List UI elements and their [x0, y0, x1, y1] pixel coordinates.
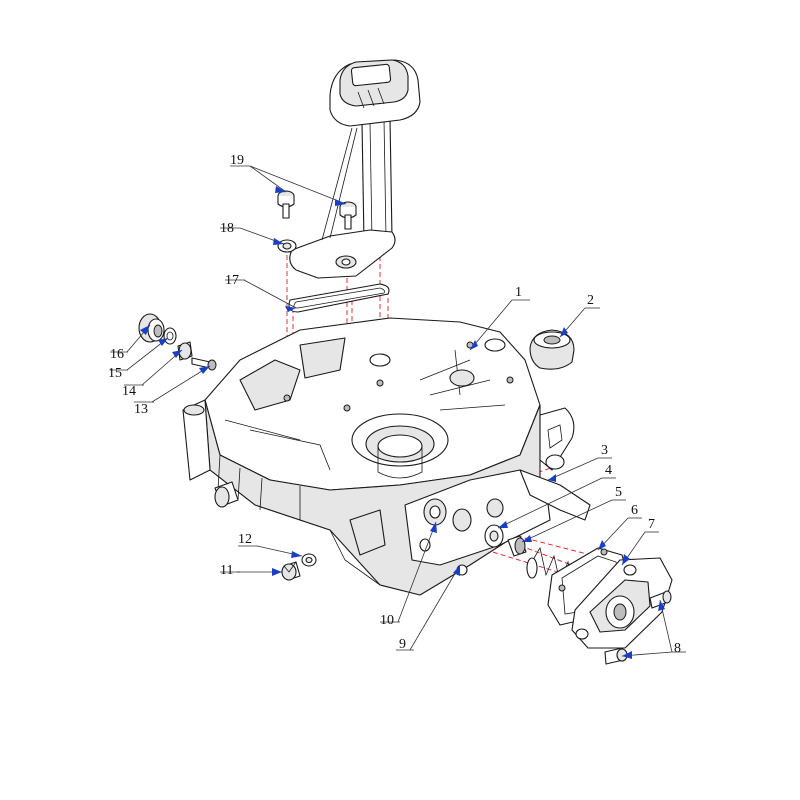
plug-2 [529, 329, 575, 370]
callout-16: 16 [110, 347, 124, 362]
callout-11: 11 [220, 563, 233, 578]
callout-15: 15 [108, 366, 122, 381]
spring-6 [526, 546, 573, 589]
spacer-14 [177, 341, 193, 361]
plunger-5 [507, 535, 527, 557]
callout-1: 1 [515, 285, 522, 300]
bolt-8-upper [649, 590, 672, 609]
callout-17: 17 [225, 273, 239, 288]
plug-16 [138, 313, 165, 343]
pin-13 [191, 357, 217, 371]
seal-4 [484, 524, 504, 548]
callout-13: 13 [134, 402, 148, 417]
callout-labels: 1 2 3 4 5 6 7 8 9 10 11 12 13 14 15 16 1… [108, 153, 681, 656]
washer-12 [301, 553, 317, 567]
bolt-19-right [339, 201, 357, 230]
washer-15 [163, 327, 177, 345]
callout-19: 19 [230, 153, 244, 168]
callout-6: 6 [631, 503, 638, 518]
dipstick-assembly [289, 59, 421, 279]
gasket-17 [288, 283, 390, 313]
washer-18 [277, 239, 297, 253]
cover-7 [571, 557, 673, 649]
callout-9: 9 [399, 637, 406, 652]
callout-10: 10 [380, 613, 394, 628]
bolt-19-left [277, 190, 295, 219]
callout-5: 5 [615, 485, 622, 500]
callout-14: 14 [122, 384, 136, 399]
bolt-8-lower [604, 647, 628, 665]
callout-7: 7 [648, 517, 655, 532]
callout-2: 2 [587, 293, 594, 308]
callout-8: 8 [674, 641, 681, 656]
leader-lines [110, 165, 686, 659]
callout-18: 18 [220, 221, 234, 236]
callout-12: 12 [238, 532, 252, 547]
bolt-11 [281, 561, 301, 581]
callout-3: 3 [601, 443, 608, 458]
main-housing [182, 317, 591, 596]
callout-4: 4 [605, 463, 612, 478]
